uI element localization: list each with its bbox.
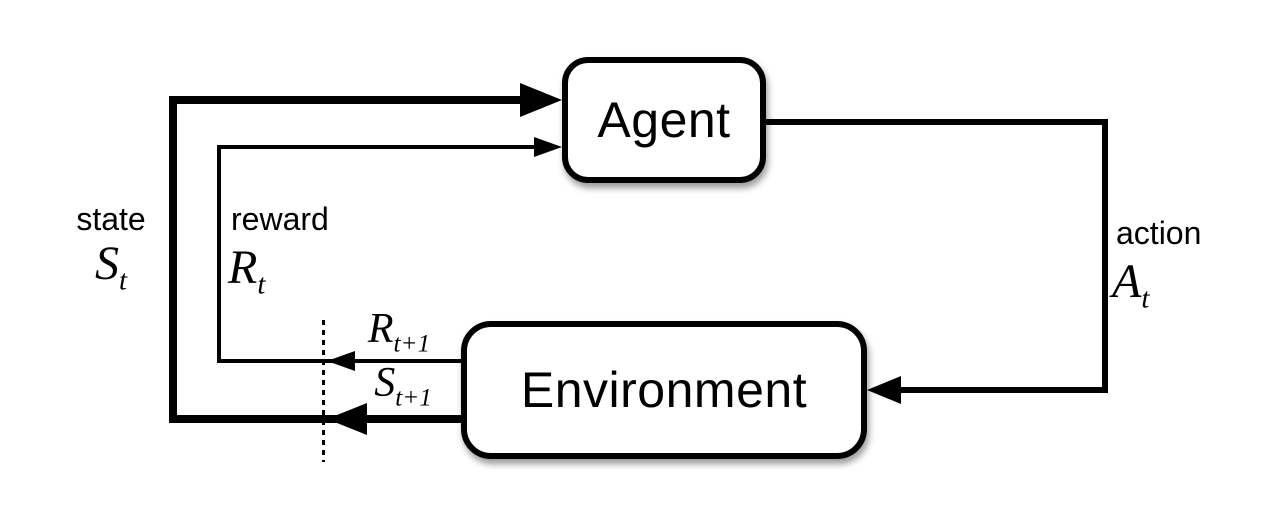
state-label: state: [76, 201, 146, 237]
state-line-top: [169, 96, 529, 104]
reward-symbol: Rt: [228, 241, 266, 301]
state-arrowhead-into-agent: [520, 83, 562, 117]
action-symbol: At: [1112, 255, 1150, 315]
reward-label: reward: [231, 201, 329, 237]
action-line-bottom: [899, 387, 1108, 393]
next-reward-arrowhead: [327, 351, 355, 371]
state-symbol: St: [94, 237, 127, 297]
next-state-arrowhead: [327, 403, 367, 435]
agent-node: Agent: [562, 57, 766, 183]
action-line-vertical: [1102, 119, 1108, 393]
reward-arrowhead-into-agent: [534, 137, 562, 157]
next-state-line: [169, 415, 462, 423]
action-line-top: [766, 119, 1108, 125]
environment-node: Environment: [461, 321, 867, 459]
reward-line-top: [217, 145, 539, 149]
agent-node-label: Agent: [597, 92, 731, 148]
next-reward-symbol: Rt+1: [367, 306, 431, 358]
state-line-vertical: [169, 96, 177, 423]
action-arrowhead-into-environment: [867, 376, 901, 404]
action-label: action: [1116, 215, 1202, 251]
time-step-boundary-dashed-line: [322, 320, 325, 462]
next-state-symbol: St+1: [374, 360, 432, 412]
environment-node-label: Environment: [520, 362, 808, 418]
reward-line-vertical: [217, 145, 221, 363]
